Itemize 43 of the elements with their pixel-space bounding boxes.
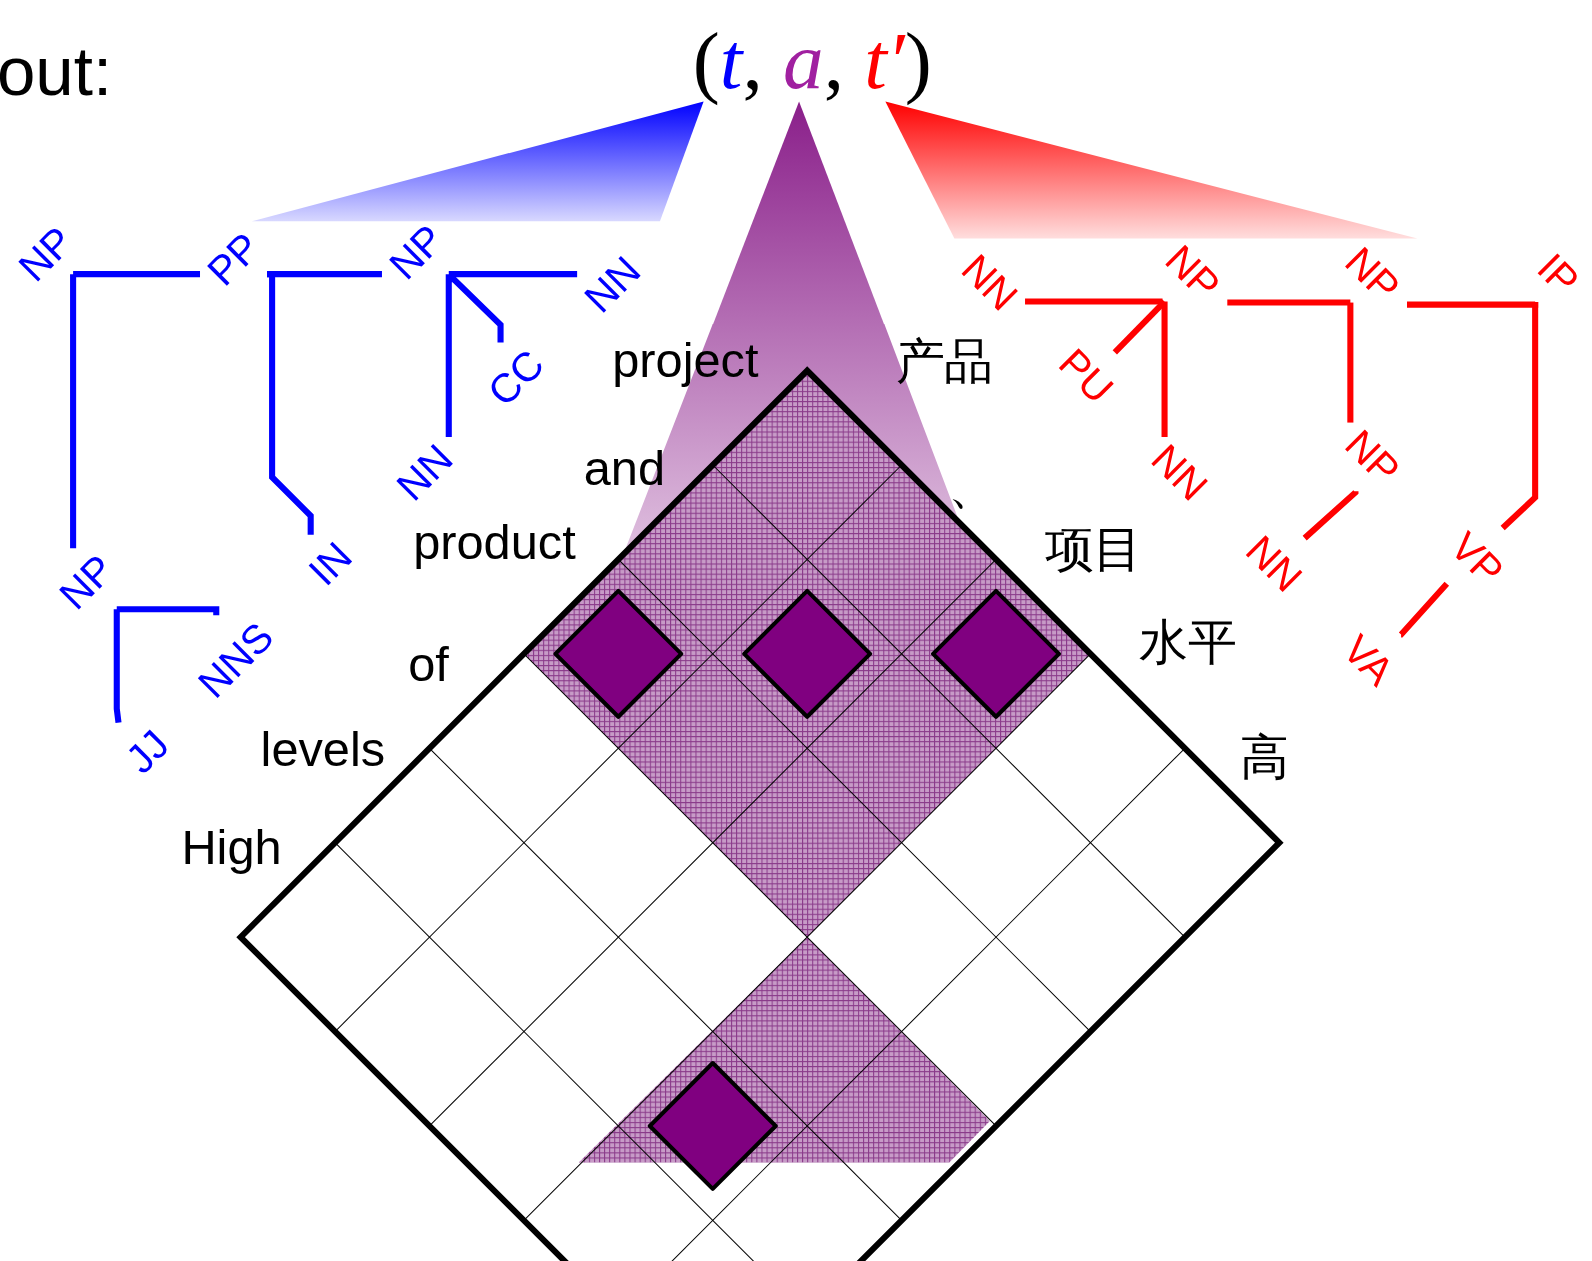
word-label: 、 (948, 460, 998, 510)
constituent-label: NN (577, 249, 648, 320)
tree-branch (1227, 299, 1351, 306)
constituent-label: NP (1338, 239, 1407, 309)
constituent-label: NN (1239, 528, 1310, 599)
tree-branch (116, 606, 220, 616)
constituent-label: IN (301, 534, 359, 593)
word-label: 项目 (1044, 523, 1143, 573)
tree-branch (450, 276, 504, 343)
constituent-label: NN (954, 247, 1026, 318)
constituent-label: NP (52, 547, 121, 617)
constituent-label: PP (200, 225, 268, 293)
word-label: levels (260, 724, 386, 774)
constituent-label: NP (1338, 422, 1407, 492)
constituent-label: NP (1158, 237, 1228, 307)
constituent-label: NN (1144, 437, 1215, 508)
tree-branch (1302, 489, 1359, 541)
constituent-label: JJ (118, 722, 176, 781)
constituent-label: NP (381, 217, 451, 287)
word-label: 高 (1239, 732, 1289, 781)
word-label: High (181, 823, 282, 873)
constituent-label: PU (1052, 341, 1121, 410)
word-label: of (408, 640, 449, 690)
constituent-label: IP (1530, 246, 1587, 303)
constituent-label: CC (480, 342, 551, 413)
tree-branch (1398, 581, 1450, 638)
tree-branch (448, 271, 578, 278)
tree-branch (113, 609, 122, 723)
word-label: 水平 (1139, 617, 1237, 667)
word-label: and (583, 444, 666, 494)
heading: out: (0, 36, 113, 106)
constituent-label: VP (1443, 524, 1511, 592)
tree-branch (73, 271, 202, 278)
tree-branch (1500, 301, 1539, 531)
constituent-label: NN (389, 437, 460, 508)
tree-branch (1347, 302, 1354, 423)
word-label: product (413, 518, 576, 568)
word-label: project (612, 336, 759, 385)
constituent-label: NP (11, 219, 80, 289)
word-label: 产品 (895, 336, 993, 385)
tree-branch (70, 274, 77, 549)
constituent-label: VA (1336, 627, 1402, 693)
tree-branch (1112, 299, 1167, 355)
